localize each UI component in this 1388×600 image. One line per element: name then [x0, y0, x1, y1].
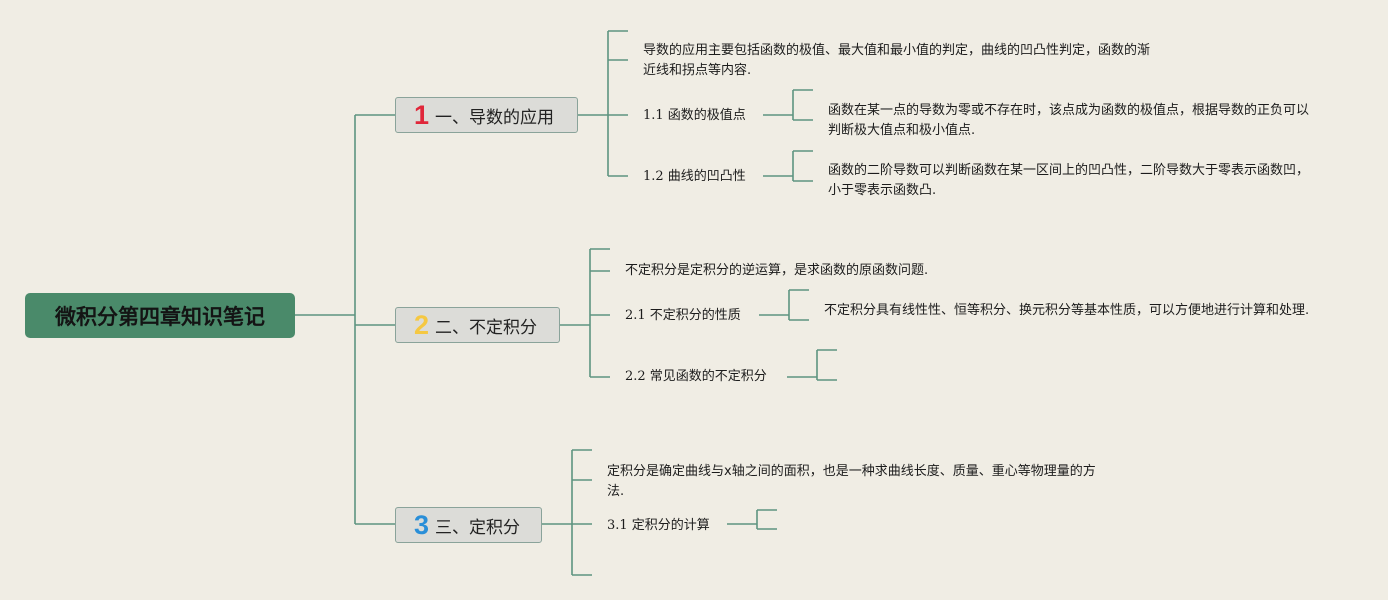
branch-number-3: 3: [414, 509, 430, 540]
connector-sub-2-1: [759, 289, 809, 321]
connector-branch-3: [542, 449, 592, 576]
branch-label-1: 一、导数的应用: [435, 107, 555, 128]
sub-node-1-2[interactable]: 1.2 曲线的凹凸性: [643, 169, 746, 184]
sub-node-3-1[interactable]: 3.1 定积分的计算: [607, 518, 710, 533]
sub-node-1-1[interactable]: 1.1 函数的极值点: [643, 108, 746, 123]
branch-label-2: 二、不定积分: [435, 317, 538, 338]
connector-sub-2-2: [787, 349, 837, 381]
connector-sub-1-1: [763, 89, 813, 121]
connector-sub-3-1: [727, 509, 777, 530]
root-title: 微积分第四章知识笔记: [55, 304, 265, 329]
branch-number-2: 2: [414, 309, 430, 340]
root-node[interactable]: 微积分第四章知识笔记: [25, 293, 295, 338]
sub-detail-2-1: 不定积分具有线性性、恒等积分、换元积分等基本性质，可以方便地进行计算和处理.: [824, 303, 1310, 318]
branch-1-intro: 导数的应用主要包括函数的极值、最大值和最小值的判定，曲线的凹凸性判定，函数的渐近…: [643, 43, 1151, 78]
sub-node-2-2[interactable]: 2.2 常见函数的不定积分: [625, 369, 767, 384]
branch-label-3: 三、定积分: [435, 517, 521, 538]
connector-branch-2: [560, 248, 610, 378]
sub-detail-1-2: 函数的二阶导数可以判断函数在某一区间上的凹凸性，二阶导数大于零表示函数凹，小于零…: [828, 163, 1310, 198]
sub-node-2-1[interactable]: 2.1 不定积分的性质: [625, 308, 741, 323]
connector-root: [295, 114, 395, 525]
connector-sub-1-2: [763, 150, 813, 182]
branch-3-intro: 定积分是确定曲线与x轴之间的面积，也是一种求曲线长度、质量、重心等物理量的方法.: [607, 464, 1096, 499]
branch-node-2[interactable]: 2 二、不定积分: [395, 307, 560, 343]
branch-number-1: 1: [414, 99, 430, 130]
branch-node-3[interactable]: 3 三、定积分: [395, 507, 542, 543]
sub-detail-1-1: 函数在某一点的导数为零或不存在时，该点成为函数的极值点，根据导数的正负可以判断极…: [828, 103, 1310, 138]
connector-branch-1: [578, 30, 628, 177]
branch-node-1[interactable]: 1 一、导数的应用: [395, 97, 578, 133]
branch-2-intro: 不定积分是定积分的逆运算，是求函数的原函数问题.: [625, 263, 929, 278]
